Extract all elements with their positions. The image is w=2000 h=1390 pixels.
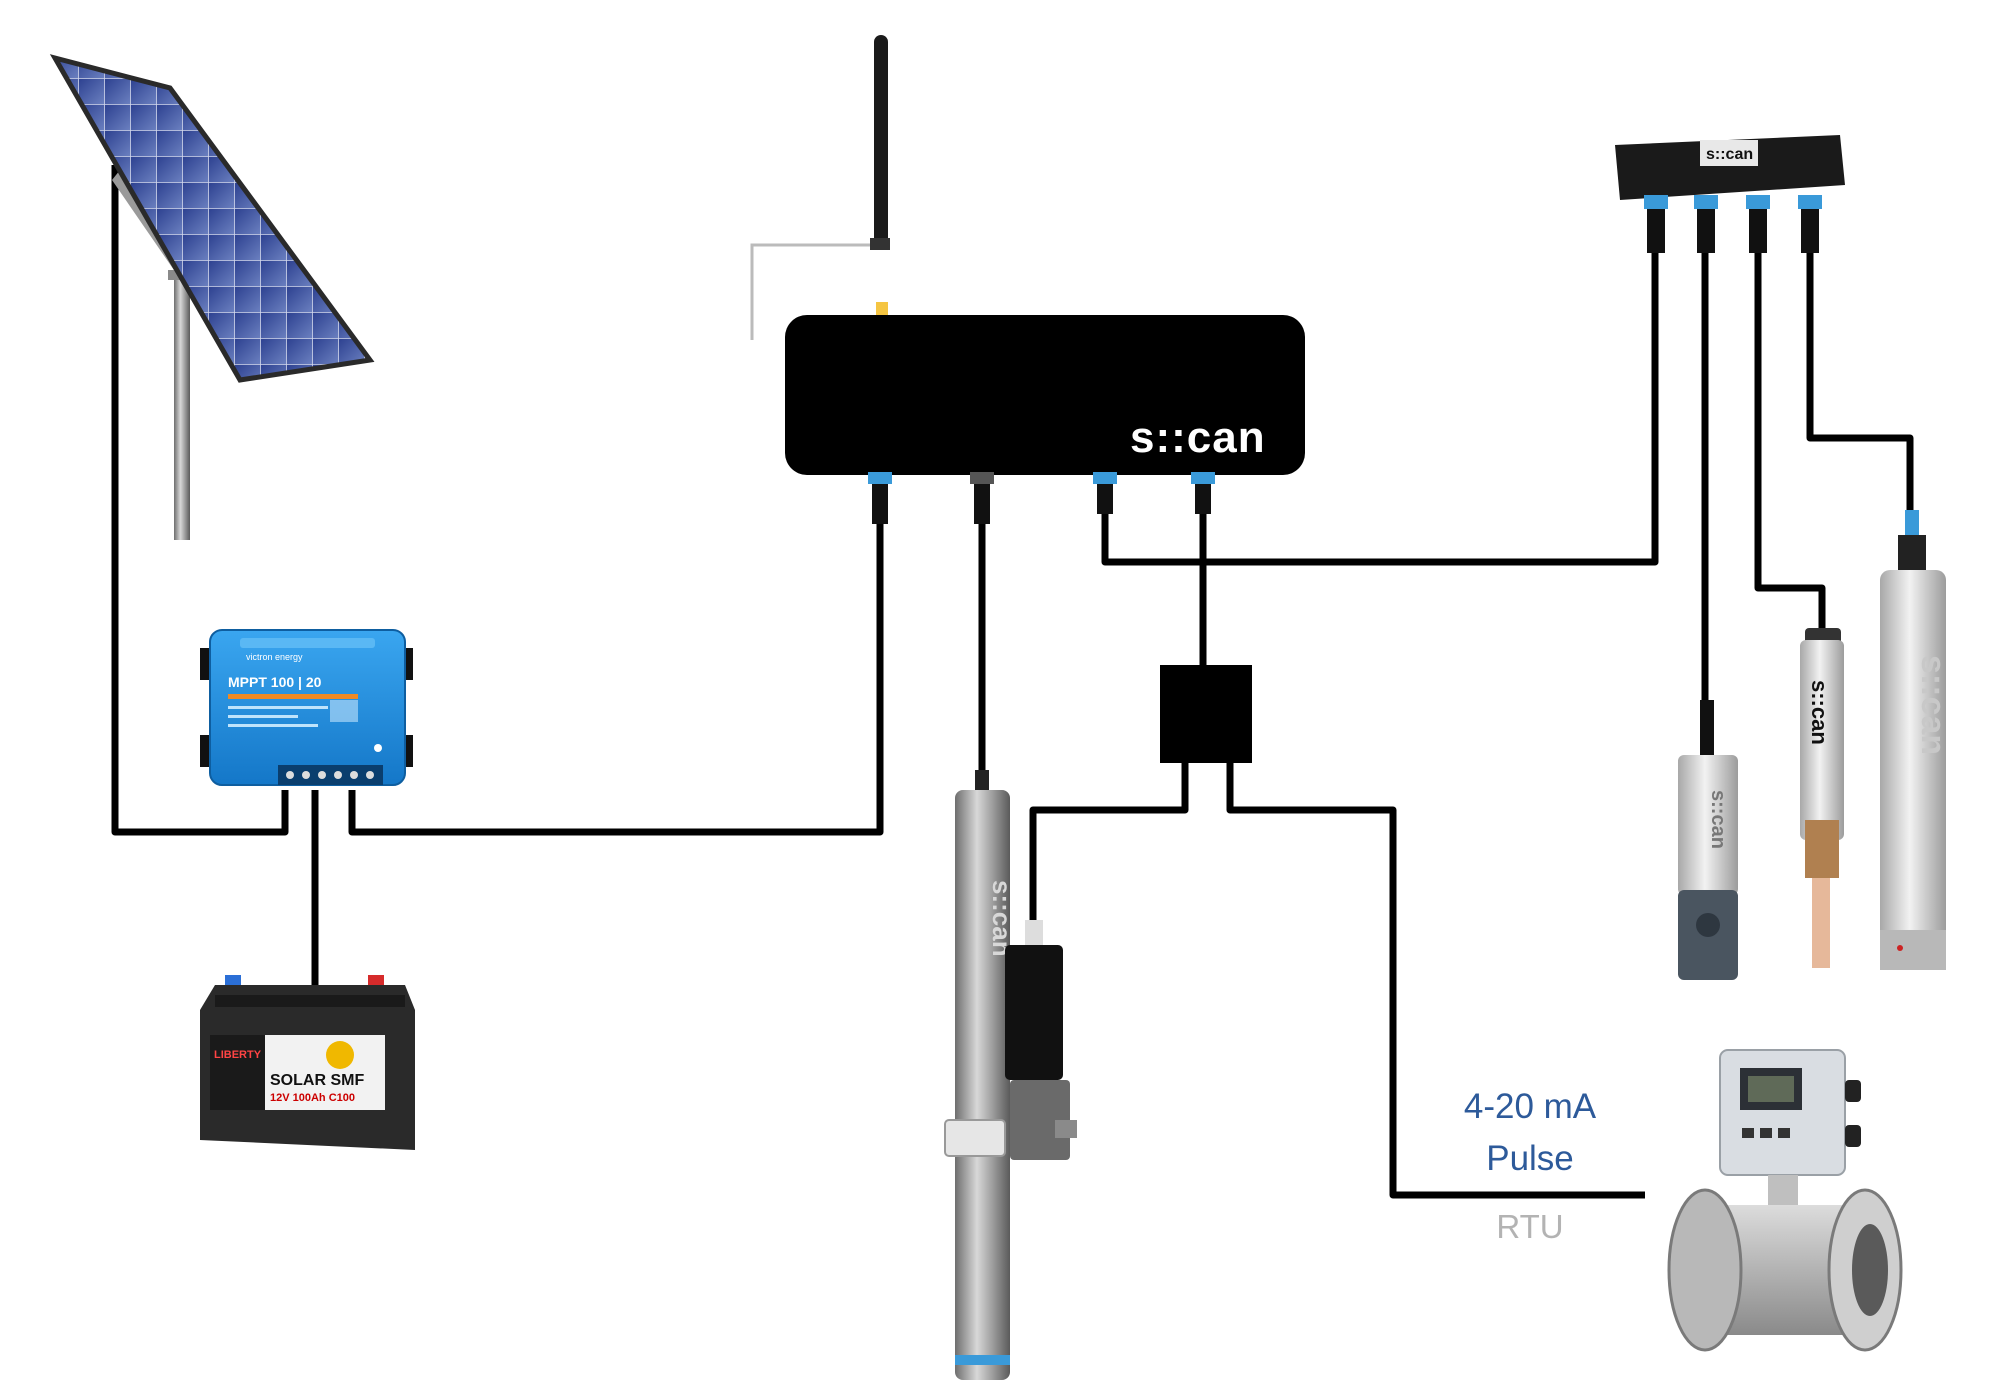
solar-panel-cells: [49, 54, 375, 383]
probe-mounting-clamp: [944, 1119, 1006, 1157]
antenna-mast: [874, 35, 888, 250]
battery-brand: LIBERTY: [214, 1049, 262, 1061]
tall-sensor-probe: s::can: [1880, 510, 1952, 970]
signal-labels: 4-20 mA Pulse RTU: [1464, 1087, 1597, 1245]
battery-model-label: SOLAR SMF: [270, 1072, 364, 1089]
wiring: [111, 165, 1914, 1199]
conductivity-probe-body: [1800, 640, 1844, 840]
level-sensor-body: [1005, 945, 1063, 1080]
wire-jbox-to-cond-probe: [1754, 250, 1826, 630]
ise-probe-body: [1678, 755, 1738, 895]
conductivity-probe-brand: s::can: [1807, 680, 1832, 745]
signal-label-rtu: RTU: [1496, 1208, 1563, 1245]
junction-box-brand: s::can: [1706, 146, 1753, 163]
antenna-bracket: [750, 243, 878, 340]
tall-sensor-probe-brand: s::can: [1914, 655, 1952, 755]
antenna: [750, 35, 890, 340]
charge-controller-brand: victron energy: [246, 652, 303, 662]
flow-meter-left-flange: [1667, 1188, 1743, 1352]
main-controller: s::can: [785, 315, 1305, 524]
conductivity-probe: s::can: [1800, 628, 1844, 968]
junction-box-ports: [1644, 195, 1822, 253]
battery-spec: 12V 100Ah C100: [270, 1092, 355, 1104]
wire-solar-to-charger: [111, 165, 289, 836]
battery: LIBERTY SOLAR SMF 12V 100Ah C100: [200, 975, 415, 1150]
main-controller-body: [785, 315, 1305, 475]
spectro-probe: s::can: [944, 770, 1017, 1380]
tall-sensor-probe-body: [1880, 570, 1946, 970]
flow-meter-pipe-body: [1710, 1205, 1860, 1335]
wire-charger-to-controller: [348, 520, 884, 836]
signal-splitter-box: [1160, 665, 1252, 763]
solar-panel-pole: [174, 270, 190, 540]
wire-controller-to-junction-box: [1101, 250, 1659, 566]
main-controller-ports: [868, 472, 1215, 524]
junction-box-body: [1615, 135, 1845, 200]
wire-splitter-to-flowmeter: [1226, 760, 1645, 1199]
spectro-probe-brand: s::can: [987, 880, 1017, 957]
main-controller-brand: s::can: [1130, 413, 1266, 462]
signal-label-pulse: Pulse: [1486, 1139, 1574, 1178]
charge-controller-model: MPPT 100 | 20: [228, 674, 322, 690]
charge-controller-terminals: [278, 765, 383, 785]
flow-meter: [1667, 1049, 1903, 1352]
charge-controller: victron energy MPPT 100 | 20: [200, 629, 413, 786]
wire-jbox-to-tall-probe: [1806, 250, 1914, 525]
ise-probe: s::can: [1678, 700, 1738, 980]
wire-splitter-to-level-sensor: [1029, 760, 1189, 925]
junction-box: s::can: [1615, 135, 1845, 253]
ise-probe-brand: s::can: [1707, 790, 1729, 849]
signal-label-4-20ma: 4-20 mA: [1464, 1087, 1597, 1126]
solar-panel: [49, 54, 375, 540]
spectro-probe-body: [955, 790, 1010, 1380]
level-sensor: [1005, 920, 1077, 1160]
